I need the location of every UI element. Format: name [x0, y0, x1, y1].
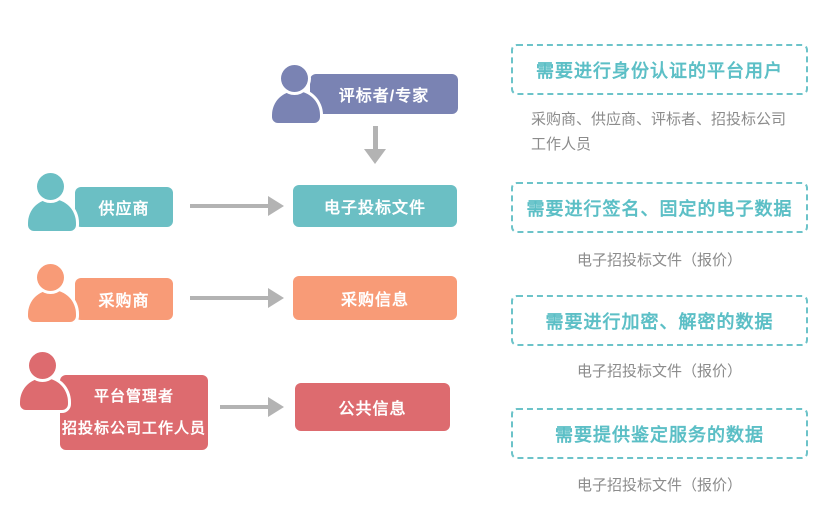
- section-appraisal: 需要提供鉴定服务的数据: [511, 408, 808, 459]
- actor-supplier-label: 供应商: [75, 187, 173, 227]
- caption-line: 采购商、供应商、评标者、招投标公司: [531, 111, 787, 128]
- arrow-head: [364, 149, 386, 164]
- target-public-info: 公共信息: [295, 383, 450, 431]
- section-appraisal-caption: 电子招投标文件（报价）: [576, 477, 742, 494]
- arrow-right-icon: [220, 397, 284, 417]
- arrow-shaft: [190, 296, 268, 300]
- person-body: [272, 91, 320, 123]
- person-head: [29, 352, 56, 379]
- section-signature: 需要进行签名、固定的电子数据: [511, 182, 808, 233]
- section-identity-auth: 需要进行身份认证的平台用户: [511, 44, 808, 95]
- person-head: [37, 173, 64, 200]
- actor-admin-label-line2: 招投标公司工作人员: [61, 419, 206, 437]
- arrow-head: [268, 288, 284, 308]
- person-head: [37, 264, 64, 291]
- person-head: [281, 65, 308, 92]
- actor-expert-label: 评标者/专家: [310, 74, 458, 114]
- caption-line: 工作人员: [531, 136, 592, 153]
- arrow-shaft: [372, 126, 378, 149]
- section-signature-caption: 电子招投标文件（报价）: [576, 252, 742, 269]
- arrow-right-icon: [190, 196, 284, 216]
- target-bid-document: 电子投标文件: [293, 185, 457, 227]
- actor-admin-label-line1: 平台管理者: [93, 387, 174, 405]
- arrow-head: [268, 397, 284, 417]
- person-icon-purchaser: [28, 264, 76, 324]
- person-body: [28, 199, 76, 231]
- arrow-shaft: [190, 204, 268, 208]
- arrow-down-icon: [363, 126, 387, 164]
- target-procurement-info: 采购信息: [293, 276, 457, 320]
- person-body: [20, 378, 68, 410]
- arrow-right-icon: [190, 288, 284, 308]
- person-icon-admin: [20, 352, 68, 412]
- person-body: [28, 290, 76, 322]
- person-icon-expert: [272, 65, 320, 125]
- section-identity-auth-caption: 采购商、供应商、评标者、招投标公司 工作人员: [531, 107, 811, 157]
- section-encryption: 需要进行加密、解密的数据: [511, 295, 808, 346]
- arrow-head: [268, 196, 284, 216]
- section-encryption-caption: 电子招投标文件（报价）: [576, 363, 742, 380]
- arrow-shaft: [220, 405, 268, 409]
- actor-purchaser-label: 采购商: [75, 278, 173, 320]
- actor-admin-label: 平台管理者 招投标公司工作人员: [60, 375, 208, 450]
- person-icon-supplier: [28, 173, 76, 233]
